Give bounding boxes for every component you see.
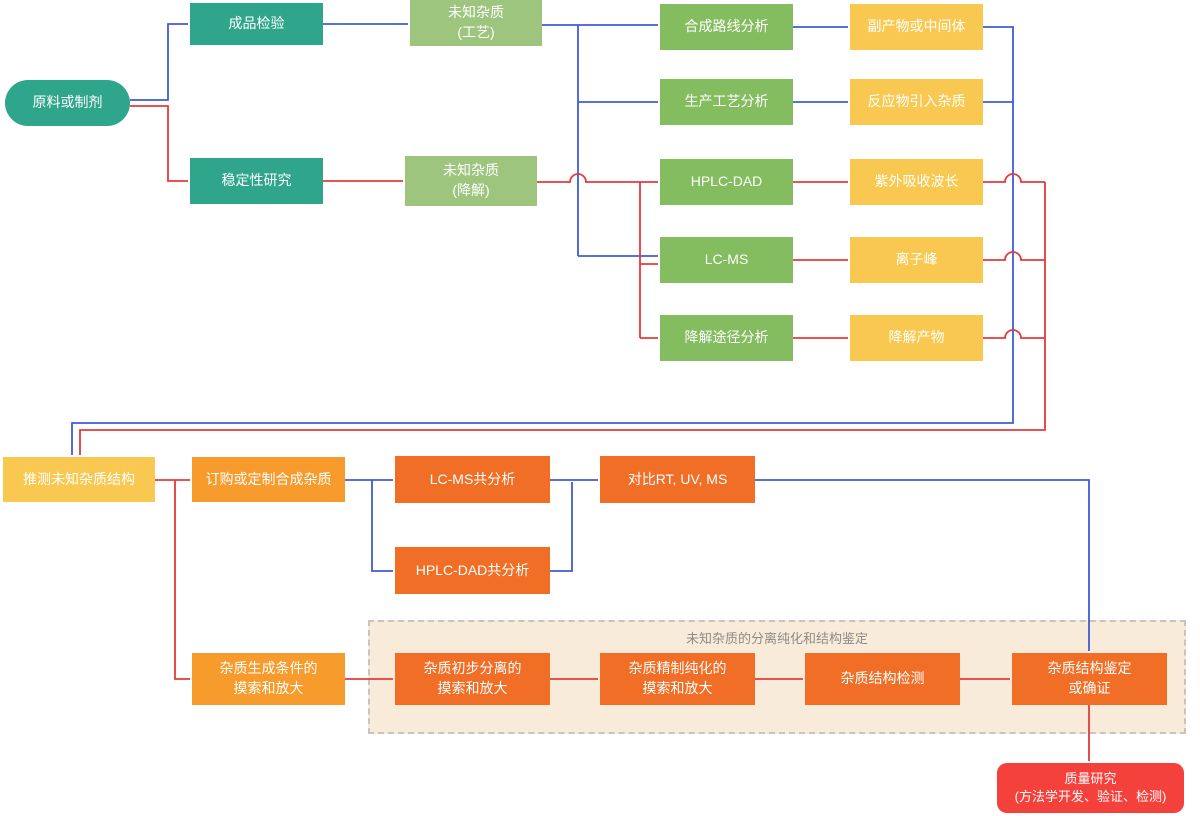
- node-label: 未知杂质 (降解): [443, 162, 499, 198]
- node-label: 杂质精制纯化的 摸索和放大: [628, 660, 727, 696]
- node-label: LC-MS共分析: [429, 470, 516, 487]
- line-hplcdad-coanalysis-join: [550, 482, 573, 572]
- node-lcms-coanalysis: LC-MS共分析: [395, 456, 550, 503]
- arrow-collector-to-infer-structure-blue: [71, 26, 1014, 455]
- node-refined-purification: 杂质精制纯化的 摸索和放大: [600, 653, 755, 705]
- arrow-order-to-hplcdad-coanalysis: [371, 480, 393, 572]
- arrow-infer-to-generation-conditions: [174, 480, 190, 680]
- node-compare-rt-uv-ms: 对比RT, UV, MS: [600, 456, 755, 503]
- node-impurity-generation-conditions: 杂质生成条件的 摸索和放大: [192, 653, 345, 705]
- node-label: 杂质初步分离的 摸索和放大: [423, 660, 522, 696]
- node-label: 稳定性研究: [221, 172, 292, 189]
- node-unknown-impurity-process: 未知杂质 (工艺): [410, 0, 542, 46]
- node-label: LC-MS: [704, 251, 749, 268]
- node-stability-study: 稳定性研究: [190, 158, 323, 204]
- node-label: 杂质结构检测: [840, 670, 925, 687]
- arrow-collector-to-infer-structure-red: [79, 182, 1046, 455]
- node-label: 反应物引入杂质: [867, 93, 966, 110]
- node-production-process-analysis: 生产工艺分析: [660, 79, 793, 125]
- separation-identification-panel-title: 未知杂质的分离纯化和结构鉴定: [685, 631, 868, 646]
- node-order-or-custom-synthesize: 订购或定制合成杂质: [192, 457, 345, 502]
- node-infer-unknown-impurity-structure: 推测未知杂质结构: [3, 457, 155, 502]
- node-finished-product-inspection: 成品检验: [190, 3, 323, 45]
- arrow-unknown-degradation-to-hplc-dad: [537, 173, 658, 183]
- node-label: 合成路线分析: [684, 18, 769, 35]
- red-arrows: [79, 105, 1090, 761]
- node-preliminary-separation: 杂质初步分离的 摸索和放大: [395, 653, 550, 705]
- node-hplcdad-coanalysis: HPLC-DAD共分析: [395, 547, 550, 594]
- node-label: 成品检验: [228, 15, 285, 32]
- node-reactant-introduced-impurities: 反应物引入杂质: [850, 79, 983, 125]
- node-quality-research: 质量研究 (方法学开发、验证、检测): [997, 763, 1184, 813]
- node-lc-ms: LC-MS: [660, 237, 793, 283]
- node-label: HPLC-DAD共分析: [415, 561, 530, 578]
- node-label: HPLC-DAD: [690, 173, 763, 190]
- node-label: 原料或制剂: [32, 94, 103, 111]
- line-ion-collector: [983, 251, 1045, 261]
- blue-arrows: [71, 23, 1090, 651]
- node-byproducts-or-intermediates: 副产物或中间体: [850, 4, 983, 50]
- node-ion-peak: 离子峰: [850, 237, 983, 283]
- arrow-compare-to-structure-identification: [755, 479, 1090, 651]
- node-label: 未知杂质 (工艺): [448, 4, 504, 40]
- node-label: 杂质生成条件的 摸索和放大: [219, 660, 318, 696]
- node-label: 副产物或中间体: [867, 18, 966, 35]
- arrow-raw-to-stability: [130, 105, 188, 182]
- node-synthesis-route-analysis: 合成路线分析: [660, 4, 793, 50]
- node-label: 杂质结构鉴定 或确证: [1047, 660, 1132, 696]
- node-structure-identification: 杂质结构鉴定 或确证: [1012, 653, 1167, 705]
- node-structure-detection: 杂质结构检测: [805, 653, 960, 705]
- node-label: 订购或定制合成杂质: [205, 470, 332, 487]
- node-label: 降解途径分析: [684, 329, 769, 346]
- node-label: 降解产物: [888, 329, 945, 346]
- node-degradation-products: 降解产物: [850, 315, 983, 361]
- line-products-collector: [983, 329, 1045, 339]
- node-raw-material: 原料或制剂: [5, 80, 130, 126]
- node-label: 对比RT, UV, MS: [627, 470, 728, 487]
- arrow-raw-to-inspection: [130, 23, 188, 101]
- node-hplc-dad: HPLC-DAD: [660, 159, 793, 205]
- node-label: 离子峰: [895, 251, 938, 268]
- node-unknown-impurity-degradation: 未知杂质 (降解): [405, 156, 537, 206]
- node-label: 生产工艺分析: [684, 93, 769, 110]
- node-uv-absorption-wavelength: 紫外吸收波长: [850, 159, 983, 205]
- node-label: 紫外吸收波长: [874, 173, 959, 190]
- line-uv-collector: [983, 173, 1045, 183]
- node-label: 推测未知杂质结构: [23, 470, 135, 487]
- node-degradation-pathway-analysis: 降解途径分析: [660, 315, 793, 361]
- node-label: 质量研究 (方法学开发、验证、检测): [1014, 770, 1167, 804]
